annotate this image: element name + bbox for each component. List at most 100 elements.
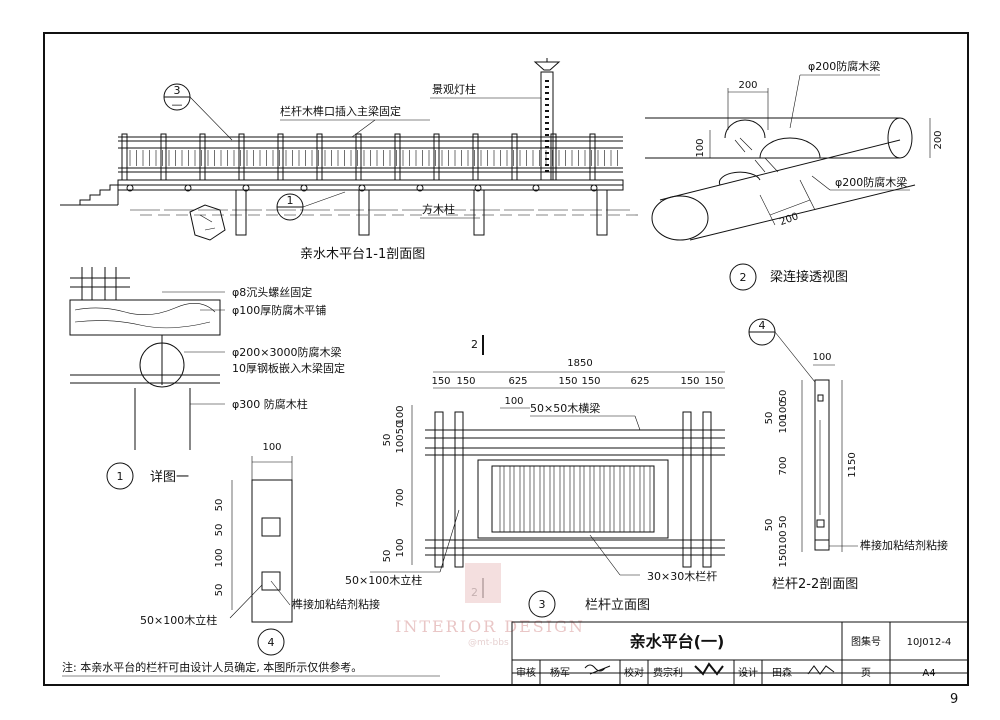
svg-text:100: 100 <box>778 400 789 419</box>
beam-head <box>300 184 308 192</box>
svg-text:—: — <box>172 98 183 111</box>
svg-text:700: 700 <box>395 488 406 507</box>
svg-text:625: 625 <box>508 376 527 387</box>
sec-1150: 1150 <box>847 452 858 477</box>
svg-text:50: 50 <box>214 524 225 537</box>
svg-text:页: 页 <box>861 667 871 679</box>
detail-beam-label: φ200×3000防腐木梁 <box>232 345 341 359</box>
beam-top-label: φ200防腐木梁 <box>808 59 880 73</box>
elev-baluster <box>629 465 635 533</box>
rail-post <box>355 133 362 181</box>
lamp-slot <box>545 140 549 142</box>
review-name: 杨军 <box>550 666 570 679</box>
glue-label: 榫接加粘结剂粘接 <box>292 597 380 611</box>
elev-baluster <box>609 465 615 533</box>
svg-text:100: 100 <box>395 434 406 453</box>
elev-baluster <box>519 465 525 533</box>
svg-text:150: 150 <box>704 376 723 387</box>
svg-text:50: 50 <box>395 422 406 435</box>
rail-post <box>511 133 518 181</box>
detail4-number: 4 <box>268 636 275 649</box>
rail-post <box>472 133 479 181</box>
svg-text:100: 100 <box>395 405 406 424</box>
svg-text:150: 150 <box>778 548 789 567</box>
watermark: INTERIOR DESIGN @mt-bbs <box>395 563 583 648</box>
svg-text:625: 625 <box>630 376 649 387</box>
lamp-slot <box>545 98 549 100</box>
beam-head <box>474 184 482 192</box>
design-signature <box>807 665 835 675</box>
page-value: A4 <box>922 668 935 679</box>
svg-text:50: 50 <box>764 519 775 532</box>
elev-baluster <box>589 465 595 533</box>
lamp-slot <box>545 170 549 172</box>
elev-bar-label: 30×30木栏杆 <box>647 569 717 583</box>
elev-beam-label: 50×50木横梁 <box>530 401 600 415</box>
svg-text:设计: 设计 <box>738 666 758 679</box>
elev-baluster <box>539 465 545 533</box>
svg-text:100: 100 <box>778 530 789 549</box>
elev-baluster <box>549 465 555 533</box>
elev-baluster <box>619 465 625 533</box>
svg-text:150: 150 <box>456 376 475 387</box>
lamp-slot <box>545 116 549 118</box>
rail-post <box>238 133 245 181</box>
elev-number: 3 <box>539 598 546 611</box>
detail-deck-label: φ100厚防腐木平铺 <box>232 303 326 317</box>
elev-baluster <box>579 465 585 533</box>
footnote: 注: 本亲水平台的栏杆可由设计人员确定, 本图所示仅供参考。 <box>62 660 362 674</box>
detail-4-post: 100 50 50 100 50 50×100木立柱 榫接加粘结剂粘接 4 <box>140 442 380 656</box>
cut-mark-top: 2 <box>471 338 478 351</box>
svg-text:100: 100 <box>395 538 406 557</box>
beam-dim-200-bottom: 200 <box>778 211 800 228</box>
beam-view-number: 2 <box>740 271 747 284</box>
svg-text:50: 50 <box>764 412 775 425</box>
lamp-slot <box>545 128 549 130</box>
beam-bottom-label: φ200防腐木梁 <box>835 175 907 189</box>
svg-text:100: 100 <box>778 414 789 433</box>
elev-baluster <box>649 465 655 533</box>
callout-3-label: 3 <box>174 84 181 97</box>
detail-title: 详图一 <box>150 470 189 485</box>
detail-screw-label: φ8沉头螺丝固定 <box>232 285 312 299</box>
svg-text:50: 50 <box>214 499 225 512</box>
sheet-border <box>43 32 969 686</box>
rail-post <box>199 133 206 181</box>
rail-post <box>589 133 596 181</box>
section-2-2: 4 100 1150 50 50 100 100 700 50 50 100 1… <box>748 318 948 592</box>
beam-head <box>126 184 134 192</box>
svg-text:50: 50 <box>382 550 393 563</box>
svg-text:审核: 审核 <box>516 666 536 679</box>
detail-plate-label: 10厚钢板嵌入木梁固定 <box>232 361 345 375</box>
sec-width: 100 <box>812 352 831 363</box>
sec-title: 栏杆2-2剖面图 <box>772 577 858 592</box>
atlas-number: 10J012-4 <box>907 637 952 648</box>
rail-post <box>121 133 128 181</box>
sec-glue-label: 榫接加粘结剂粘接 <box>860 538 948 552</box>
elev-baluster <box>599 465 605 533</box>
lamp-slot <box>545 104 549 106</box>
svg-text:50: 50 <box>778 390 789 403</box>
sec-number: 4 <box>759 319 766 332</box>
elev-title: 栏杆立面图 <box>585 598 650 613</box>
lamp-slot <box>545 122 549 124</box>
detail-number: 1 <box>117 470 124 483</box>
lamp-slot <box>545 92 549 94</box>
svg-text:校对: 校对 <box>624 666 644 679</box>
detail-1: φ8沉头螺丝固定 φ100厚防腐木平铺 φ200×3000防腐木梁 10厚钢板嵌… <box>69 267 345 490</box>
detail-column-label: φ300 防腐木柱 <box>232 397 308 411</box>
svg-text:150: 150 <box>680 376 699 387</box>
elev-baluster <box>499 465 505 533</box>
check-signature <box>694 662 724 676</box>
rail-post <box>316 133 323 181</box>
title-block: 亲水平台(一) 图集号 10J012-4 审核 杨军 校对 费宗利 设计 田森 … <box>511 621 969 686</box>
elev-baluster <box>559 465 565 533</box>
rail-post <box>277 133 284 181</box>
post-label: 50×100木立柱 <box>140 613 217 627</box>
design-name: 田森 <box>772 666 792 679</box>
beam-view-title: 梁连接透视图 <box>770 269 848 285</box>
total-width: 1850 <box>567 358 592 369</box>
lamp-slot <box>545 164 549 166</box>
beam-head <box>590 184 598 192</box>
